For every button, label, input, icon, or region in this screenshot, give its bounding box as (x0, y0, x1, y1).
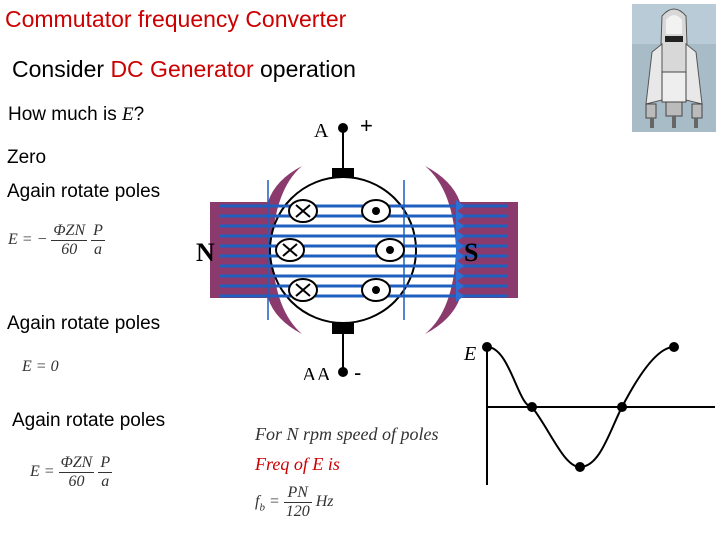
freq-equals: = (268, 493, 280, 511)
brush-top-label: A (314, 120, 329, 142)
eq1-numerator: ΦZN (51, 222, 88, 241)
again-rotate-poles-2: Again rotate poles (7, 313, 161, 334)
flux-arrows (456, 200, 464, 302)
eq1-denominator: 60 (61, 241, 78, 258)
north-pole-shoe (210, 166, 302, 334)
north-pole-label: N (196, 238, 215, 267)
again-rotate-poles-1: Again rotate poles (7, 181, 161, 202)
waveform-axis-label: E (463, 343, 476, 365)
question-variable: E (122, 104, 134, 125)
equation-emf-zero: E = 0 (22, 358, 59, 375)
eq3-numerator: ΦZN (58, 454, 95, 473)
answer-zero: Zero (7, 147, 47, 168)
south-pole-label: S (464, 238, 478, 267)
eq1-numerator-2: P (91, 222, 105, 241)
eq1-lhs: E = − (8, 231, 48, 249)
freq-subscript: b (259, 501, 265, 514)
south-pole-shoe (425, 166, 518, 334)
again-rotate-poles-3: Again rotate poles (12, 410, 166, 431)
question-text: How much is E? (8, 104, 144, 126)
waveform-points (482, 342, 679, 472)
freq-lhs: f (255, 493, 260, 511)
eq3-denominator: 60 (68, 473, 85, 490)
eq1-denominator-2: a (94, 241, 103, 258)
brush-bottom-label: AA (302, 364, 331, 380)
question-suffix: ? (133, 104, 145, 125)
eq3-denominator-2: a (101, 473, 110, 490)
eq3-numerator-2: P (98, 454, 113, 473)
brush-top-terminal (338, 123, 348, 133)
freq-numerator: PN (283, 484, 312, 503)
subtitle-highlight: DC Generator (110, 56, 254, 82)
brush-bottom-terminal (338, 367, 348, 377)
freq-unit: Hz (315, 493, 334, 511)
note-speed: For N rpm speed of poles (255, 424, 439, 444)
space-shuttle-icon (632, 4, 716, 132)
slide-title: Commutator frequency Converter (5, 6, 347, 32)
emf-waveform: E (463, 342, 715, 485)
subtitle-suffix: operation (253, 56, 356, 82)
question-prefix: How much is (8, 104, 123, 125)
dc-machine-diagram: N S A + AA - (196, 113, 518, 380)
eq3-lhs: E = (30, 463, 55, 481)
brush-top-sign: + (360, 113, 373, 138)
slide-subtitle: Consider DC Generator operation (12, 56, 356, 83)
subtitle-prefix: Consider (12, 56, 111, 82)
note-frequency: Freq of E is (255, 454, 340, 474)
freq-denominator: 120 (285, 503, 310, 520)
brush-bottom-sign: - (354, 360, 361, 380)
conductors-into-page (275, 199, 318, 302)
